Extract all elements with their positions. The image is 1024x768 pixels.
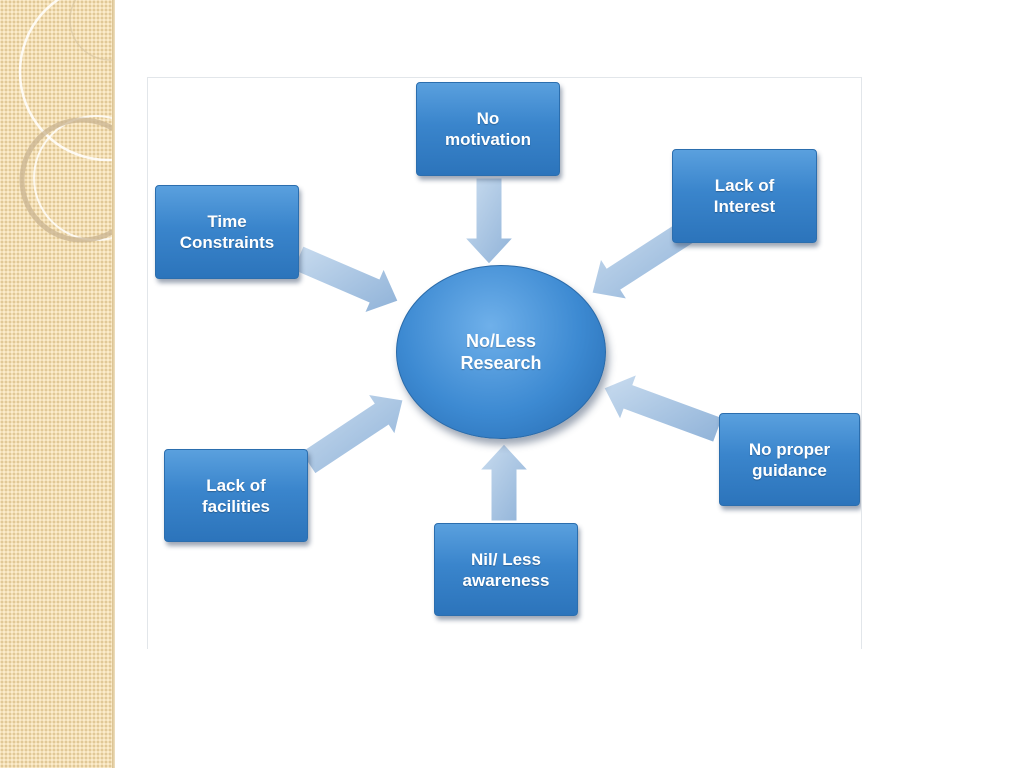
hub-no-less-research: No/Less Research <box>396 265 606 439</box>
arrow-lack-of-interest <box>591 219 696 300</box>
cause-box-time-constraints: Time Constraints <box>155 185 299 279</box>
arrow-no-proper-guidance <box>603 373 724 443</box>
decorative-rings <box>18 0 112 243</box>
arrows-layer <box>292 177 724 522</box>
band-edge-line <box>112 0 115 768</box>
cause-box-lack-of-facilities: Lack of facilities <box>164 449 308 542</box>
cause-box-no-proper-guidance: No proper guidance <box>719 413 860 506</box>
slide-left-band <box>0 0 112 768</box>
cause-box-nil-less-awareness: Nil/ Less awareness <box>434 523 578 616</box>
cause-box-lack-of-interest: Lack of Interest <box>672 149 817 243</box>
arrow-lack-of-facilities <box>300 393 404 475</box>
arrow-time-constraints <box>292 245 399 314</box>
cause-diagram: No/Less Research No motivation Lack of I… <box>147 77 862 649</box>
cause-box-no-motivation: No motivation <box>416 82 560 176</box>
arrow-nil-less-awareness <box>478 443 530 522</box>
arrow-no-motivation <box>463 177 515 265</box>
